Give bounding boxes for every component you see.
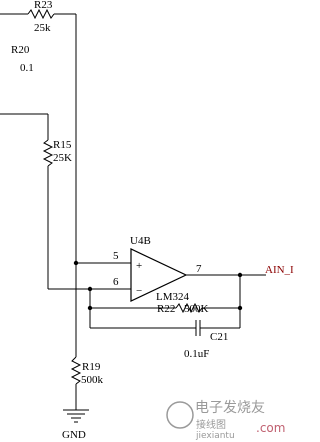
r15-ref: R15 <box>53 139 72 151</box>
watermark-text-cn2: 接线图 <box>196 418 226 431</box>
plus-symbol: + <box>136 260 142 272</box>
minus-symbol: − <box>136 285 142 297</box>
r23-ref: R23 <box>34 0 53 11</box>
ground-label: GND <box>62 429 86 441</box>
r19-ref: R19 <box>82 361 101 373</box>
opamp-ref: U4B <box>130 235 151 247</box>
r22-ref: R22 <box>157 303 175 315</box>
pin-5-label: 5 <box>113 250 119 262</box>
circuit-schematic: R23 25k R20 0.1 R15 25K U4B 5 6 + − 7 LM… <box>0 0 294 441</box>
r23-value: 25k <box>34 22 51 34</box>
r20-value: 0.1 <box>20 62 34 74</box>
r20-ref: R20 <box>11 44 30 56</box>
r22-value: 500K <box>184 303 209 315</box>
watermark-text-suffix: .com <box>256 421 285 435</box>
watermark-logo-icon <box>166 401 194 429</box>
r19-value: 500k <box>81 374 104 386</box>
r15-value: 25K <box>53 152 72 164</box>
pin-7-label: 7 <box>196 263 202 275</box>
c21-ref: C21 <box>210 331 228 343</box>
watermark: 电子发烧友 接线图 jiexiantu .com <box>166 400 285 441</box>
output-net-label: AIN_I <box>265 264 294 276</box>
c21-value: 0.1uF <box>184 348 209 360</box>
opamp-part: LM324 <box>156 291 190 303</box>
opamp-symbol <box>130 248 188 302</box>
watermark-text-en: jiexiantu <box>195 431 235 441</box>
pin-6-label: 6 <box>113 276 119 288</box>
watermark-text: 电子发烧友 <box>195 400 265 416</box>
wires <box>0 8 266 423</box>
junction-dots <box>73 260 243 311</box>
